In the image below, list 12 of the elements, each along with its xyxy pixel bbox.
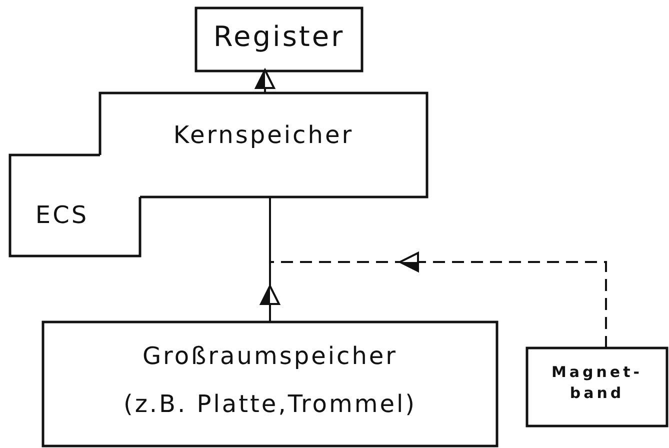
node-label: Magnet- band xyxy=(550,362,644,404)
memory-box xyxy=(10,155,140,256)
memory-box xyxy=(196,8,362,71)
arrow xyxy=(254,68,276,93)
node-label: Register xyxy=(212,20,346,53)
memory-box xyxy=(100,93,427,197)
node-label: Großraumspeicher xyxy=(141,342,399,370)
memory-box xyxy=(43,322,497,446)
node-label: ECS xyxy=(34,201,90,229)
memory-box xyxy=(527,348,667,426)
node-label: Kernspeicher xyxy=(172,121,355,149)
node-label: (z.B. Platte,Trommel) xyxy=(122,390,418,418)
